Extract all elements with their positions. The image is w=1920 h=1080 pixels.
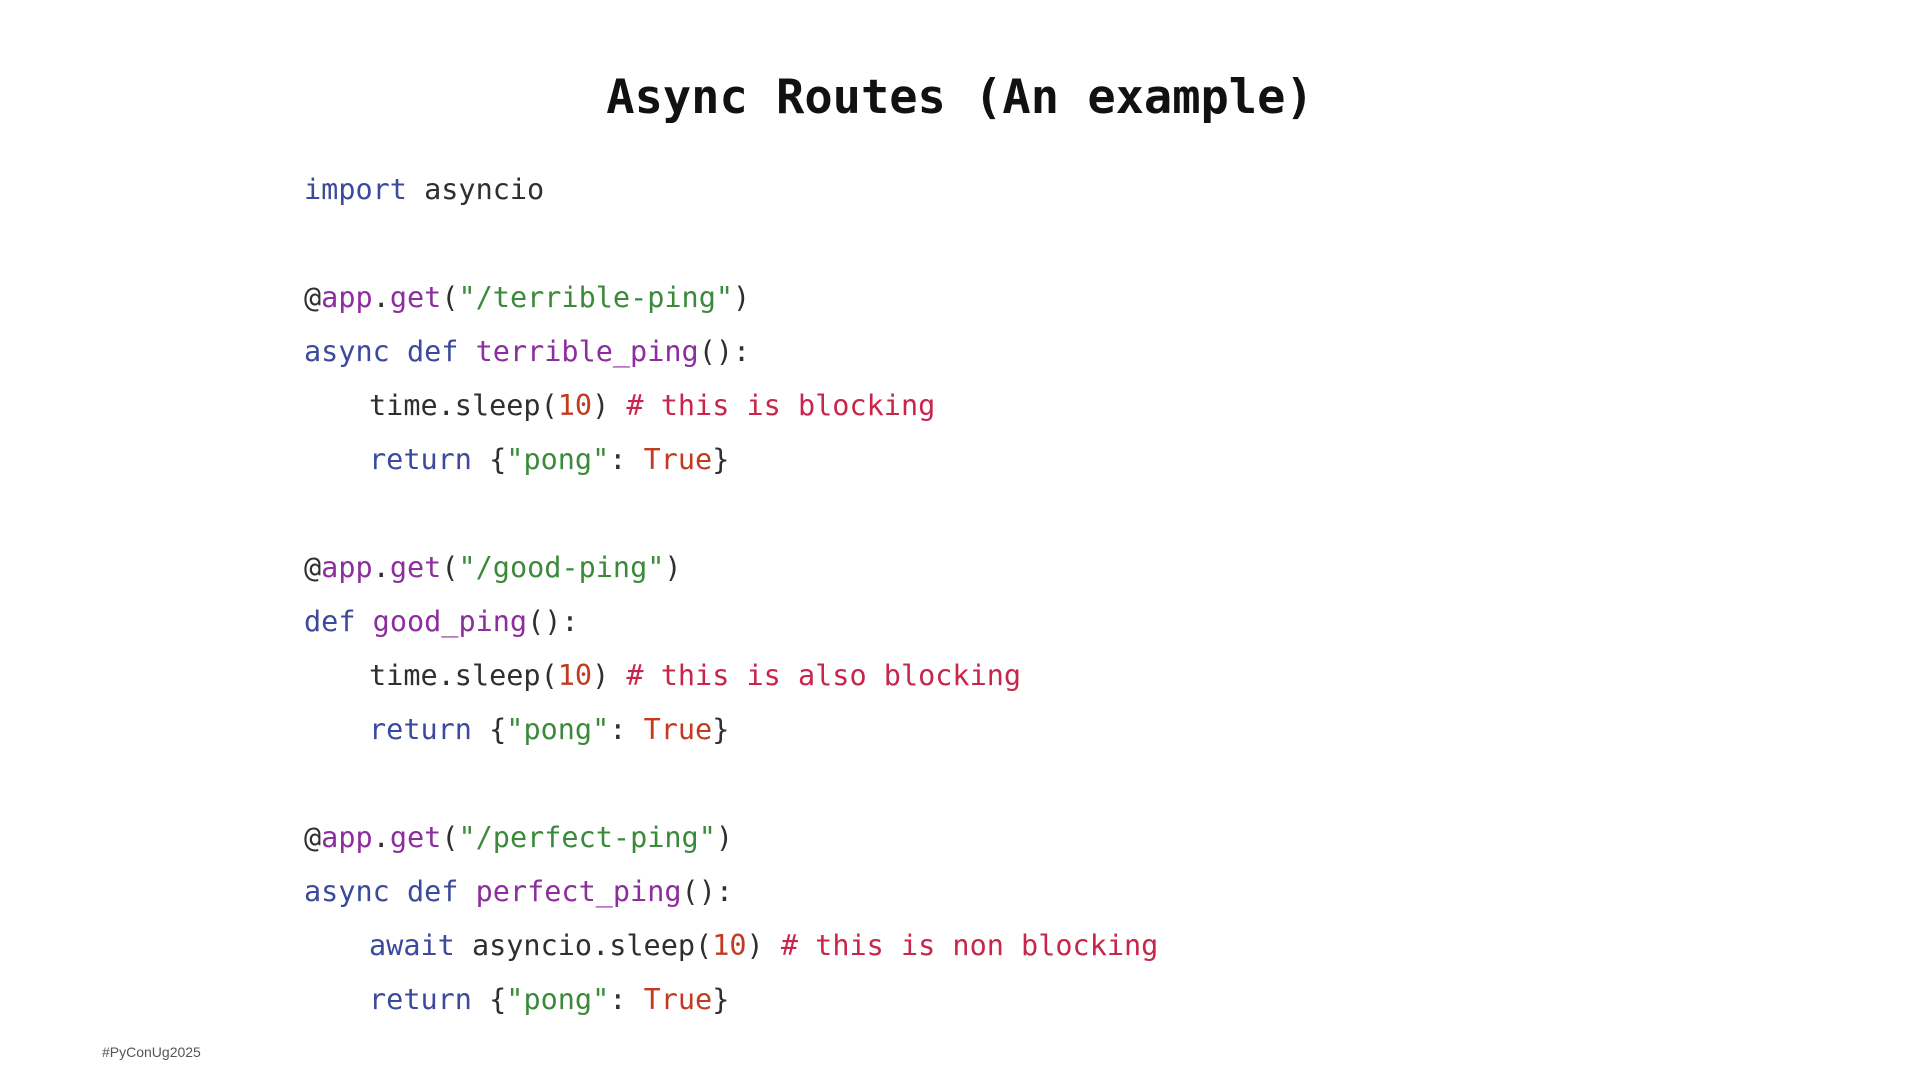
code-text: (: [441, 551, 459, 584]
code-text: {: [471, 443, 507, 476]
code-literal: 10: [712, 929, 747, 962]
code-function: app: [321, 821, 373, 854]
event-hashtag: #PyConUg2025: [102, 1044, 201, 1060]
code-line: return {"pong": True}: [304, 433, 1158, 487]
code-line: return {"pong": True}: [304, 973, 1158, 1027]
code-string: "/good-ping": [458, 551, 665, 584]
code-function: good_ping: [372, 605, 528, 638]
slide-title: Async Routes (An example): [606, 70, 1314, 125]
code-text: .: [372, 821, 390, 854]
code-text: @: [304, 821, 322, 854]
code-string: "/perfect-ping": [458, 821, 716, 854]
code-function: app: [321, 281, 373, 314]
code-text: :: [609, 443, 644, 476]
code-text: [458, 875, 475, 908]
code-literal: 10: [557, 389, 593, 422]
code-keyword: async: [304, 875, 390, 908]
code-text: asyncio: [406, 173, 545, 206]
code-string: "/terrible-ping": [458, 281, 734, 314]
code-literal: True: [643, 713, 713, 746]
code-text: {: [471, 713, 507, 746]
code-string: "pong": [506, 443, 610, 476]
code-text: ): [664, 551, 682, 584]
code-text: (: [441, 281, 459, 314]
code-text: {: [471, 983, 507, 1016]
code-text: [390, 875, 407, 908]
code-line: @app.get("/perfect-ping"): [304, 811, 1158, 865]
code-keyword: def: [304, 605, 356, 638]
code-line: @app.get("/terrible-ping"): [304, 271, 1158, 325]
code-text: (: [441, 821, 459, 854]
code-line: def good_ping():: [304, 595, 1158, 649]
code-text: ): [733, 281, 751, 314]
code-line: async def perfect_ping():: [304, 865, 1158, 919]
code-function: terrible_ping: [475, 335, 699, 368]
code-comment: # this is non blocking: [780, 929, 1159, 962]
code-keyword: await: [369, 929, 455, 962]
code-function: get: [389, 551, 442, 584]
code-keyword: return: [369, 443, 472, 476]
code-text: }: [712, 443, 730, 476]
code-line: time.sleep(10) # this is also blocking: [304, 649, 1158, 703]
code-text: ():: [698, 335, 751, 368]
code-function: get: [389, 821, 442, 854]
code-keyword: import: [304, 173, 407, 206]
code-text: time.sleep(: [369, 389, 558, 422]
code-literal: 10: [557, 659, 593, 692]
code-literal: True: [643, 983, 713, 1016]
code-keyword: async: [304, 335, 390, 368]
code-block: import asyncio@app.get("/terrible-ping")…: [304, 163, 1158, 1027]
code-text: :: [609, 983, 644, 1016]
code-line: @app.get("/good-ping"): [304, 541, 1158, 595]
code-line: [304, 217, 1158, 271]
code-text: [390, 335, 407, 368]
code-keyword: return: [369, 713, 472, 746]
code-function: app: [321, 551, 373, 584]
code-line: await asyncio.sleep(10) # this is non bl…: [304, 919, 1158, 973]
code-text: ): [746, 929, 781, 962]
code-text: }: [712, 983, 730, 1016]
code-function: get: [389, 281, 442, 314]
code-text: .: [372, 281, 390, 314]
code-text: ():: [527, 605, 579, 638]
code-text: [458, 335, 475, 368]
code-text: asyncio.sleep(: [454, 929, 713, 962]
code-line: [304, 487, 1158, 541]
code-line: return {"pong": True}: [304, 703, 1158, 757]
code-text: @: [304, 551, 322, 584]
code-comment: # this is also blocking: [626, 659, 1022, 692]
code-text: }: [712, 713, 730, 746]
code-function: perfect_ping: [475, 875, 682, 908]
code-text: :: [609, 713, 644, 746]
code-text: ): [715, 821, 734, 854]
code-comment: # this is blocking: [626, 389, 936, 422]
code-text: .: [372, 551, 390, 584]
code-line: [304, 757, 1158, 811]
code-line: import asyncio: [304, 163, 1158, 217]
code-text: [355, 605, 372, 638]
code-keyword: def: [406, 335, 459, 368]
code-string: "pong": [506, 983, 610, 1016]
code-line: time.sleep(10) # this is blocking: [304, 379, 1158, 433]
code-literal: True: [643, 443, 713, 476]
code-text: @: [304, 281, 322, 314]
code-line: async def terrible_ping():: [304, 325, 1158, 379]
code-text: ): [592, 389, 627, 422]
code-text: ():: [681, 875, 734, 908]
code-keyword: def: [406, 875, 459, 908]
code-text: time.sleep(: [369, 659, 558, 692]
code-keyword: return: [369, 983, 472, 1016]
code-text: ): [592, 659, 627, 692]
code-string: "pong": [506, 713, 610, 746]
